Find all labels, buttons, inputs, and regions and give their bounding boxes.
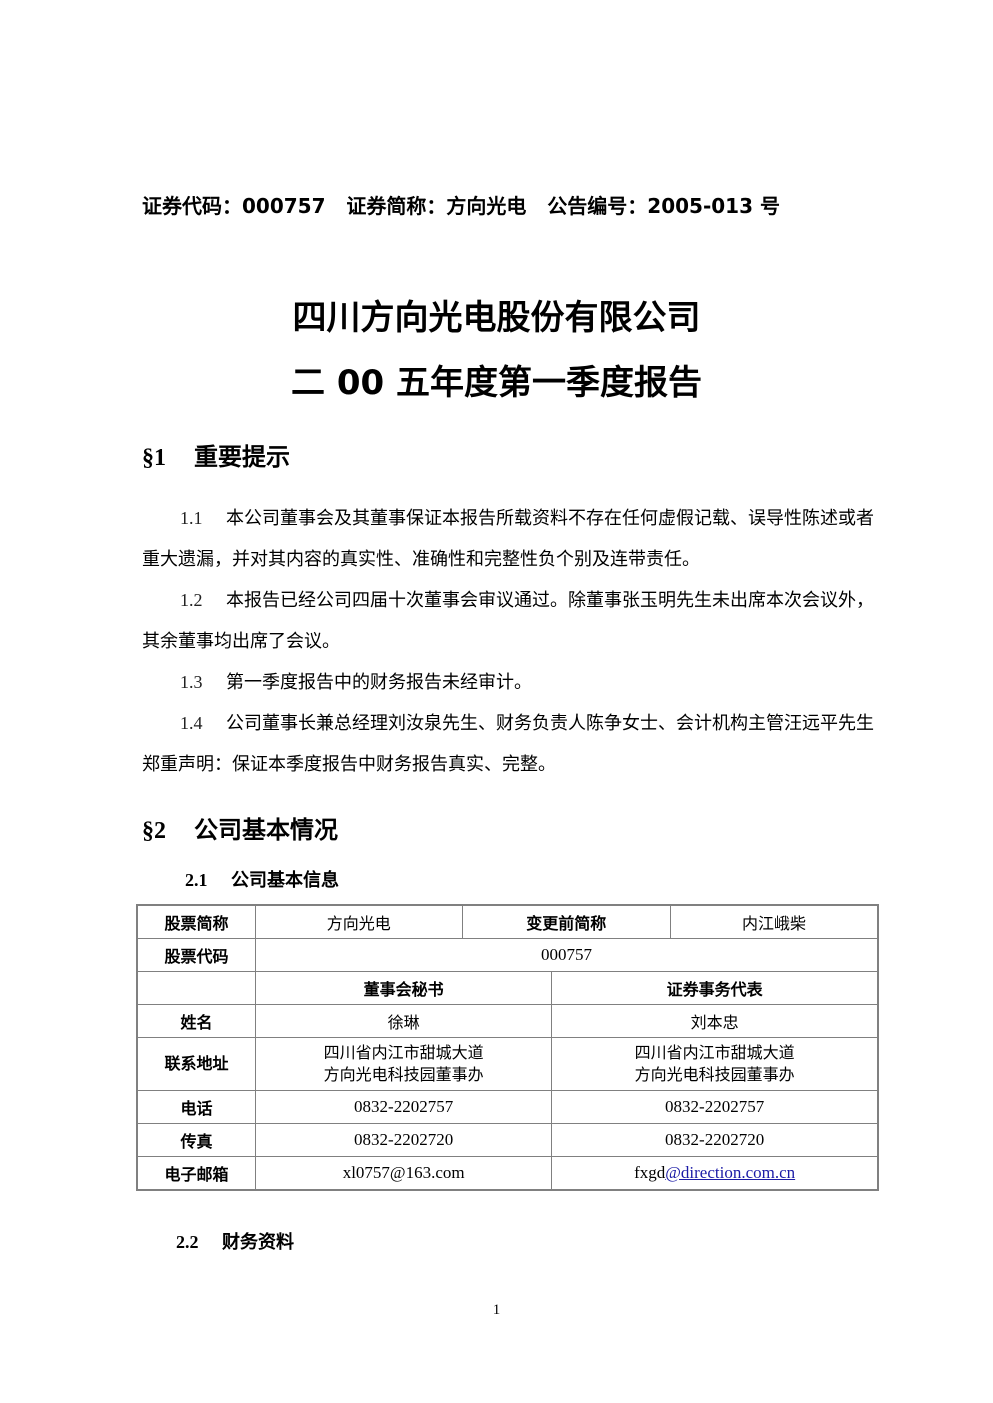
fax-label: 传真 (136, 1123, 257, 1157)
email-prefix: fxgd (634, 1163, 666, 1182)
address-rep: 四川省内江市甜城大道方向光电科技园董事办 (551, 1037, 879, 1091)
table-row: 股票简称 方向光电 变更前简称 内江峨柴 (136, 904, 879, 939)
item-number: 1.3 (180, 672, 203, 692)
stock-code-label: 股票代码 (136, 938, 257, 972)
phone-rep: 0832-2202757 (551, 1090, 879, 1124)
address-secretary: 四川省内江市甜城大道方向光电科技园董事办 (255, 1037, 553, 1091)
col-header-secretary: 董事会秘书 (255, 971, 553, 1005)
prev-short-label: 变更前简称 (461, 904, 671, 939)
item-number: 1.4 (180, 713, 203, 733)
section-number: §1 (142, 445, 166, 471)
section-number: §2 (142, 818, 166, 844)
phone-secretary: 0832-2202757 (255, 1090, 553, 1124)
col-header-rep: 证券事务代表 (551, 971, 879, 1005)
stock-code: 证券代码：000757 (142, 194, 326, 218)
fax-secretary: 0832-2202720 (255, 1123, 553, 1157)
subsection-2-2-heading: 2.2 财务资料 (176, 1228, 294, 1254)
stock-short-name: 证券简称：方向光电 (346, 194, 527, 218)
item-text: 公司董事长兼总经理刘汝泉先生、财务负责人陈争女士、会计机构主管汪远平先生郑重声明… (142, 713, 874, 775)
notice-item: 1.3 第一季度报告中的财务报告未经审计。 (142, 662, 877, 703)
company-info-table: 股票简称 方向光电 变更前简称 内江峨柴 股票代码 000757 董事会秘书 证… (136, 904, 879, 1191)
table-row: 传真 0832-2202720 0832-2202720 (136, 1123, 879, 1157)
name-label: 姓名 (136, 1004, 257, 1038)
subsection-number: 2.1 (185, 870, 208, 890)
email-rep: fxgd@direction.com.cn (551, 1156, 879, 1191)
page-number: 1 (492, 1302, 501, 1318)
fax-rep: 0832-2202720 (551, 1123, 879, 1157)
item-text: 第一季度报告中的财务报告未经审计。 (226, 672, 532, 693)
table-row: 股票代码 000757 (136, 938, 879, 972)
address-line: 四川省内江市甜城大道 (634, 1043, 795, 1062)
stock-short-label: 股票简称 (136, 904, 257, 939)
table-row: 姓名 徐琳 刘本忠 (136, 1004, 879, 1038)
subsection-title: 财务资料 (222, 1232, 294, 1253)
stock-short-value: 方向光电 (255, 904, 463, 939)
notice-number: 公告编号：2005-013 号 (547, 194, 780, 218)
section-title: 公司基本情况 (194, 816, 338, 844)
section-1-heading: §1 重要提示 (142, 437, 290, 472)
item-number: 1.1 (180, 508, 203, 528)
item-text: 本报告已经公司四届十次董事会审议通过。除董事张玉明先生未出席本次会议外，其余董事… (142, 590, 874, 652)
email-label: 电子邮箱 (136, 1156, 257, 1191)
table-row: 联系地址 四川省内江市甜城大道方向光电科技园董事办 四川省内江市甜城大道方向光电… (136, 1037, 879, 1091)
name-rep: 刘本忠 (551, 1004, 879, 1038)
subsection-2-1-heading: 2.1 公司基本信息 (185, 866, 339, 892)
section-title: 重要提示 (194, 443, 290, 471)
address-line: 四川省内江市甜城大道 (323, 1043, 484, 1062)
document-header: 证券代码：000757 证券简称：方向光电 公告编号：2005-013 号 (142, 190, 780, 219)
prev-short-value: 内江峨柴 (669, 904, 879, 939)
item-text: 本公司董事会及其董事保证本报告所载资料不存在任何虚假记载、误导性陈述或者重大遗漏… (142, 508, 874, 570)
table-row: 电话 0832-2202757 0832-2202757 (136, 1090, 879, 1124)
stock-code-value: 000757 (255, 938, 879, 972)
section-2-heading: §2 公司基本情况 (142, 810, 338, 845)
subsection-title: 公司基本信息 (231, 870, 339, 891)
email-link[interactable]: @direction.com.cn (665, 1163, 796, 1182)
report-title: 二 00 五年度第一季度报告 (291, 363, 702, 403)
phone-label: 电话 (136, 1090, 257, 1124)
address-line: 方向光电科技园董事办 (634, 1065, 795, 1084)
email-secretary: xl0757@163.com (255, 1156, 553, 1191)
name-secretary: 徐琳 (255, 1004, 553, 1038)
empty-cell (136, 971, 257, 1005)
table-row: 电子邮箱 xl0757@163.com fxgd@direction.com.c… (136, 1156, 879, 1191)
table-row: 董事会秘书 证券事务代表 (136, 971, 879, 1005)
address-label: 联系地址 (136, 1037, 257, 1091)
item-number: 1.2 (180, 590, 203, 610)
address-line: 方向光电科技园董事办 (323, 1065, 484, 1084)
company-title: 四川方向光电股份有限公司 (292, 298, 701, 338)
subsection-number: 2.2 (176, 1232, 199, 1252)
